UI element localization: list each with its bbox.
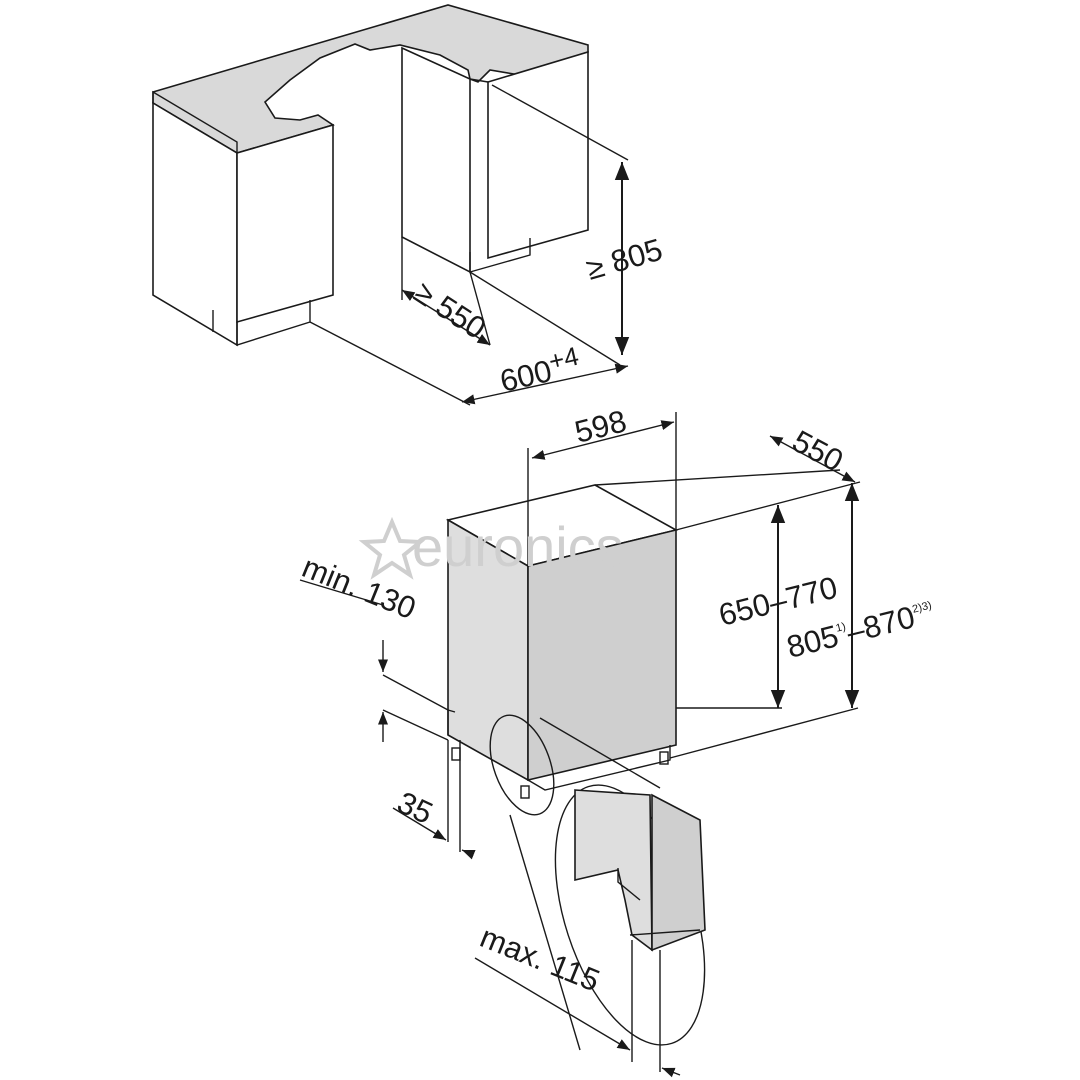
right-cabinet — [401, 46, 471, 274]
plinth-min-label: min. 130 — [297, 549, 420, 626]
appliance-door — [527, 528, 677, 782]
detail-magnified — [474, 784, 706, 1078]
watermark-brand: euronics — [412, 515, 624, 578]
star-icon — [358, 516, 426, 580]
niche-depth-label: ≥ 550 — [408, 275, 492, 346]
niche-height-label: ≥ 805 — [582, 232, 666, 287]
door-overhang-max-label: max. 115 — [475, 919, 604, 998]
niche-width-label: 600+4 — [495, 341, 584, 399]
niche-drawing — [152, 4, 630, 406]
appliance-width-label: 598 — [571, 403, 630, 449]
appliance-drawing — [299, 412, 861, 1078]
euronics-watermark: euronics — [358, 515, 624, 580]
foot-height-label: 35 — [392, 785, 438, 831]
detail-callout-small — [489, 714, 555, 816]
